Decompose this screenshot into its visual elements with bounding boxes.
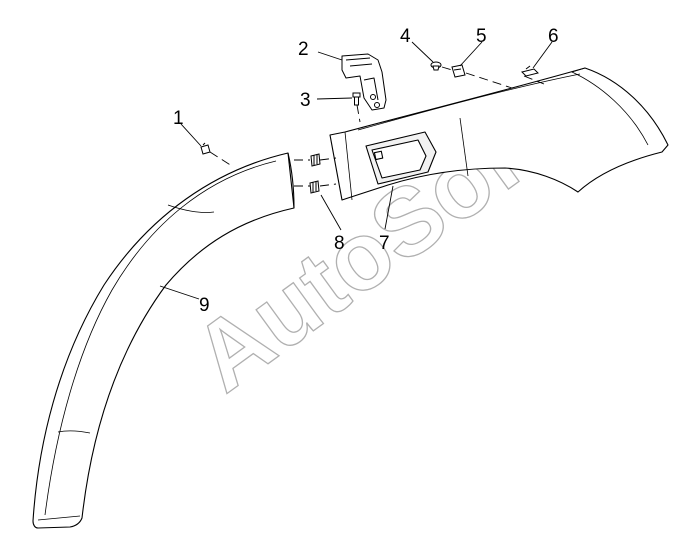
callout-4: 4 [400,26,411,47]
part-8-clips [309,153,321,194]
callout-8: 8 [334,233,345,254]
assembly-lines [209,66,545,187]
part-3-bolt [352,92,361,106]
callout-5: 5 [476,26,487,47]
callout-1: 1 [173,108,184,129]
part-5-clip-nut [451,64,466,78]
callout-9: 9 [199,295,210,316]
callout-6: 6 [548,26,559,47]
part-2-bracket [341,53,387,111]
leader-lines [159,41,553,300]
part-6-retainer [521,65,539,77]
callout-7: 7 [379,233,390,254]
callout-2: 2 [298,39,309,60]
callout-3: 3 [300,90,311,111]
part-9-fender-flare [32,152,295,529]
part-7-fender-molding [329,67,669,201]
part-1-clip [200,142,211,155]
part-4-screw [430,61,442,71]
